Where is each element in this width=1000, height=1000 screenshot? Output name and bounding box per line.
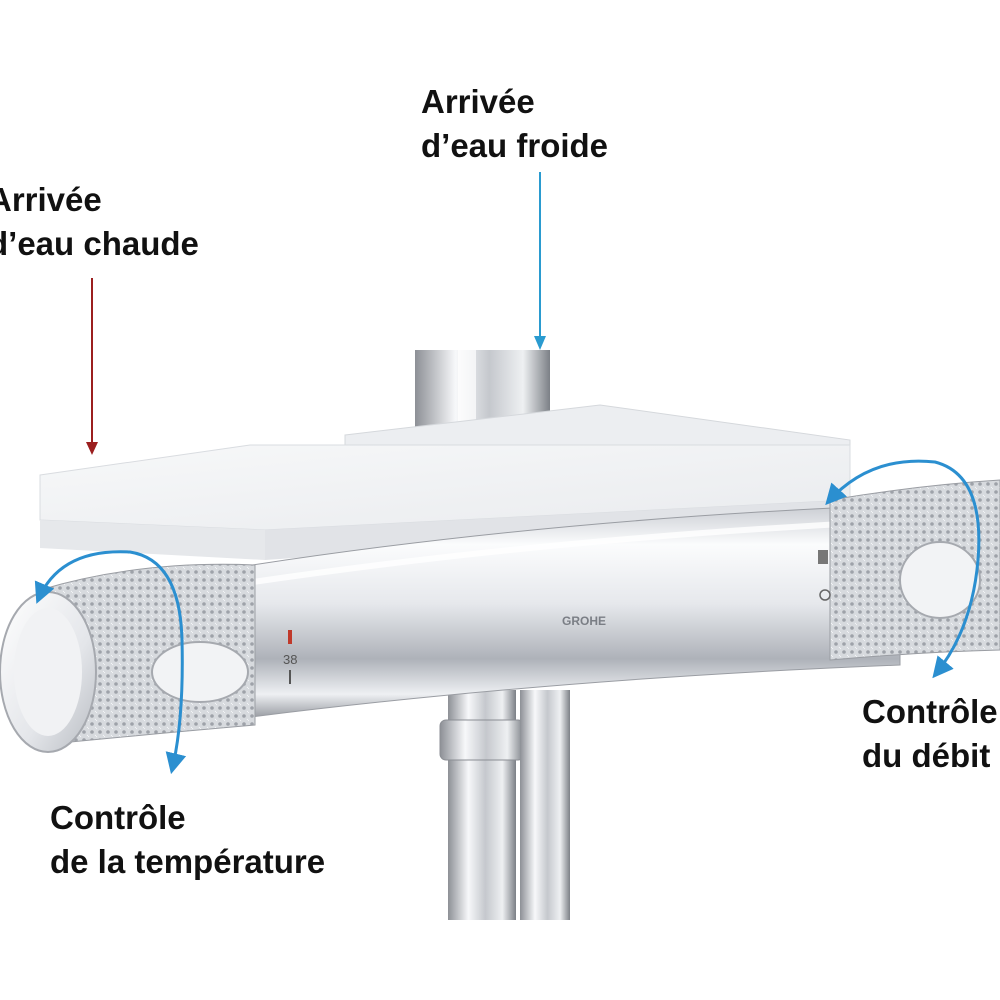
cold-water-label-line1: Arrivée [421,83,535,120]
temperature-knob [0,563,256,753]
hot-water-label: Arrivée d’eau chaude [0,178,199,266]
flow-label-line1: Contrôle [862,693,998,730]
cold-water-label-line2: d’eau froide [421,127,609,164]
body-markings: 38 GROHE [283,550,831,684]
thermostat-body [189,504,901,726]
temperature-mark: 38 [283,652,297,667]
cold-water-label: Arrivée d’eau froide [421,80,608,168]
hot-water-arrow [86,278,98,455]
cold-water-arrow [534,172,546,350]
flow-label: Contrôle du débit [862,690,998,778]
brand-logo-text: GROHE [562,614,606,628]
shelf [39,404,851,560]
temperature-label-line1: Contrôle [50,799,186,836]
hot-water-label-line1: Arrivée [0,181,102,218]
hot-water-label-line2: d’eau chaude [0,225,199,262]
flow-label-line2: du débit [862,737,991,774]
temperature-label: Contrôle de la température [50,796,325,884]
flow-rotation-icon [825,459,981,679]
temperature-rotation-icon [34,550,187,775]
shower-hose [439,690,570,920]
temperature-label-line2: de la température [50,843,326,880]
